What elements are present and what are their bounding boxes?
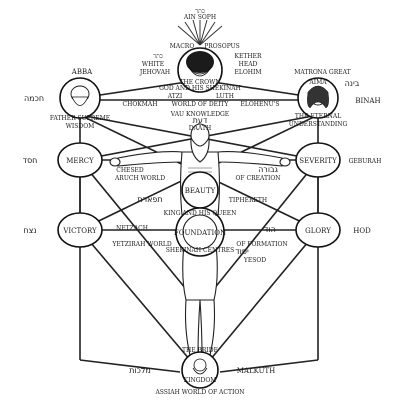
yetzirah-world-label: YETZIRAH WORLD (111, 241, 171, 248)
netzach-label: NETZACH (116, 225, 148, 232)
prosopus-label: PROSOPUS (204, 43, 240, 50)
abba-label: ABBA (71, 68, 93, 76)
daath-hebrew-label: דעת (193, 116, 208, 125)
malkuth-label: MALKUTH (237, 367, 276, 375)
kether-hebrew-label: כתר (153, 53, 163, 60)
geburah-ring (295, 142, 341, 178)
netzach-hebrew-label: נצח (23, 226, 36, 235)
sephira-chokmah: ABBA חכמה FATHER SUPREME WISDOM (24, 68, 110, 130)
bride-face-icon (193, 358, 207, 372)
binah-label: BINAH (355, 97, 380, 105)
understanding-label: UNDERSTANDING (289, 121, 348, 128)
elohim-label: ELOHIM (234, 69, 261, 76)
abba-beard-icon (71, 96, 89, 106)
elohenu-label: ELOHENU'S (241, 101, 280, 108)
path-base-right (219, 359, 319, 373)
yesod-hebrew-label: יסוד (235, 247, 249, 256)
severity-label: SEVERITY (299, 157, 337, 165)
jehovah-label: JEHOVAH (139, 69, 170, 76)
sephira-yesod: KING AND HIS QUEEN FOUNDATION SHEKINAH C… (164, 207, 249, 257)
glory-label: GLORY (305, 227, 331, 235)
vau-knowledge-label: VAU KNOWLEDGE (170, 111, 229, 118)
kingdom-label: KINGDOM (184, 377, 217, 384)
victory-label: VICTORY (62, 227, 97, 235)
netzach-ring (57, 212, 103, 248)
aima-label: AIMA (308, 79, 327, 86)
chokmah-hebrew-label: חכמה (24, 94, 44, 103)
tiphereth-hebrew-left-label: תפארת (137, 195, 162, 204)
left-arm (117, 151, 183, 167)
assiah-label: ASSIAH WORLD OF ACTION (154, 389, 244, 396)
kether-label: KETHER (235, 53, 262, 60)
the-bride-label: THE BRIDE (182, 347, 218, 354)
world-of-deity-label: WORLD OF DEITY (172, 101, 230, 108)
crown-rays (177, 19, 223, 46)
yesod-label: YESOD (243, 257, 266, 264)
path-base-left (79, 359, 181, 373)
head-label: HEAD (239, 61, 258, 68)
sephira-binah: MATRO NA GREAT בינה AIMA THE ETERNAL UND… (289, 69, 381, 128)
luth-label: LUTH (216, 93, 234, 100)
sephira-netzach: VICTORY נצח NETZACH YETZIRAH WORLD (23, 212, 172, 248)
crown-top-hebrew: כתר (195, 8, 205, 15)
foundation-label: FOUNDATION (174, 229, 226, 237)
hod-hebrew-label: הוד (264, 225, 276, 234)
aima-hair-icon (307, 85, 329, 109)
yesod-lower-ring-text: SHEKINAH CENTRES (166, 247, 235, 254)
of-creation-label: OF CREATION (235, 175, 280, 182)
ain-soph-label: AIN SOPH (183, 14, 216, 21)
sephira-geburah: SEVERITY GEBURAH גבורה OF CREATION (235, 142, 382, 182)
bride-veil-icon (192, 367, 208, 375)
geburah-hebrew-label: גבורה (258, 165, 279, 174)
of-formation-label: OF FORMATION (236, 241, 287, 248)
mercy-label: MERCY (66, 157, 94, 165)
na-great-label: NA GREAT (317, 69, 350, 76)
sephira-chesed: MERCY חסד CHESED ARUCH WORLD (23, 142, 165, 182)
god-shekinah-label: GOD AND HIS SHEKINAH (159, 85, 241, 92)
aruch-world-label: ARUCH WORLD (114, 175, 165, 182)
chesed-label: CHESED (116, 167, 144, 174)
the-crown-label: THE CROWN (180, 79, 221, 86)
left-hand (109, 157, 121, 167)
kether-dark-head (186, 51, 214, 73)
binah-hebrew-label: בינה (345, 79, 360, 88)
atzi-label: ATZI (167, 93, 183, 100)
figure-beard (190, 136, 210, 163)
matro-label: MATRO (294, 69, 318, 76)
macro-label: MACRO (170, 43, 195, 50)
right-hand (279, 157, 291, 167)
chesed-ring (57, 142, 103, 178)
malkuth-hebrew-label: מלכות (129, 366, 151, 375)
path-victory-kingdom (79, 229, 191, 361)
right-arm (217, 151, 283, 167)
yesod-upper-ring-text: KING AND HIS QUEEN (164, 210, 237, 217)
sephira-hod: GLORY HOD הוד OF FORMATION YESOD (236, 212, 371, 264)
sephira-tiphereth: BEAUTY תפארת TIPHERETH (137, 171, 267, 209)
wisdom-label: WISDOM (66, 123, 95, 130)
eternal-label: THE ETERNAL (295, 113, 341, 120)
path-glory-kingdom (209, 229, 319, 361)
yesod-inner-ring (182, 214, 218, 250)
white-label: WHITE (142, 61, 164, 68)
chokmah-word-label: CHOKMAH (123, 101, 158, 108)
sephira-kether: כתר AIN SOPH MACRO PROSOPUS THE CROWN GO… (123, 8, 280, 108)
daath-group: VAU KNOWLEDGE דעת DAATH (170, 111, 229, 132)
father-supreme-label: FATHER SUPREME (50, 115, 110, 122)
hod-label: HOD (353, 227, 371, 235)
tiphereth-label: TIPHERETH (229, 197, 267, 204)
hod-ring (295, 212, 341, 248)
beauty-label: BEAUTY (185, 187, 216, 195)
chesed-hebrew-label: חסד (23, 156, 38, 165)
sephira-malkuth: THE BRIDE KINGDOM מלכות MALKUTH ASSIAH W… (129, 347, 275, 396)
kether-beard-icon (187, 65, 213, 77)
daath-label: DAATH (189, 125, 211, 132)
geburah-label: GEBURAH (349, 158, 382, 165)
